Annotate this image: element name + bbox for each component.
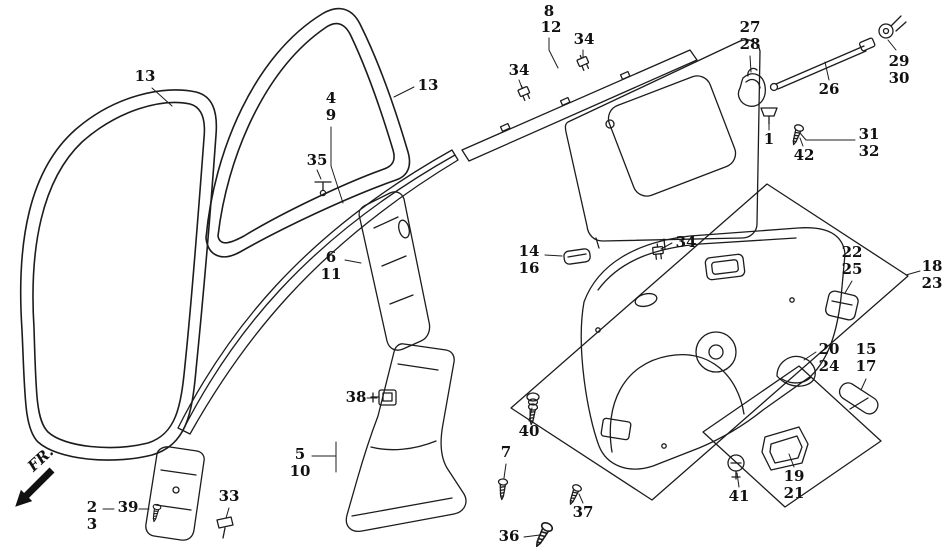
part-label-24: 24 (818, 357, 840, 375)
part-label-7: 7 (500, 443, 512, 461)
front-kick-panel (145, 446, 205, 541)
part-label-30: 30 (888, 69, 910, 87)
part-label-14: 14 (518, 242, 540, 260)
part-label-42: 42 (793, 146, 815, 164)
quarter-trim-panel (580, 227, 846, 470)
part-label-32: 32 (858, 142, 880, 160)
part-label-40: 40 (518, 422, 540, 440)
part-label-34: 34 (508, 61, 530, 79)
roof-side-garnish (461, 49, 698, 162)
part-label-22: 22 (841, 243, 863, 261)
part-label-34: 34 (675, 233, 697, 251)
part-label-11: 11 (320, 265, 342, 283)
part-label-5: 5 (294, 445, 306, 463)
screw-40 (526, 392, 540, 406)
part-label-38: 38 (345, 388, 367, 406)
part-label-9: 9 (325, 106, 337, 124)
part-label-35: 35 (306, 151, 328, 169)
part-label-16: 16 (518, 259, 540, 277)
center-pillar-upper-garnish (358, 191, 431, 351)
pocket-19-21 (761, 426, 809, 471)
clip-38 (370, 389, 397, 406)
quarter-window-frame (564, 39, 761, 250)
part-label-2: 2 (86, 498, 98, 516)
center-pillar-lower-garnish (345, 343, 467, 532)
detail-box-quarter-trim (510, 183, 909, 501)
detail-box-caps (702, 365, 882, 508)
clip-35 (314, 181, 332, 197)
part-label-29: 29 (888, 52, 910, 70)
part-label-1: 1 (763, 130, 775, 148)
part-label-31: 31 (858, 125, 880, 143)
leader-lines (102, 37, 921, 538)
a-pillar-garnish (177, 149, 459, 435)
part-label-18: 18 (921, 257, 943, 275)
part-label-3: 3 (86, 515, 98, 533)
part-label-33: 33 (218, 487, 240, 505)
lid-14-16 (563, 248, 591, 265)
part-label-27: 27 (739, 18, 761, 36)
part-label-23: 23 (921, 274, 943, 292)
part-label-37: 37 (572, 503, 594, 521)
part-label-4: 4 (325, 89, 337, 107)
fr-arrow-icon (15, 467, 55, 507)
grommet-41 (727, 454, 745, 480)
part-label-26: 26 (818, 80, 840, 98)
part-label-20: 20 (818, 340, 840, 358)
part-label-41: 41 (728, 487, 750, 505)
lid-15-17 (838, 382, 879, 415)
part-label-6: 6 (325, 248, 337, 266)
part-label-8: 8 (543, 2, 555, 20)
door-opening-seal-rear (205, 7, 411, 258)
part-label-21: 21 (783, 484, 805, 502)
part-label-36: 36 (498, 527, 520, 545)
part-label-28: 28 (739, 35, 761, 53)
part-label-10: 10 (289, 462, 311, 480)
part-label-12: 12 (540, 18, 562, 36)
part-label-34: 34 (573, 30, 595, 48)
rod-assembly (769, 15, 907, 92)
part-label-13: 13 (417, 76, 439, 94)
part-label-15: 15 (855, 340, 877, 358)
cap-20-24 (776, 355, 816, 387)
part-label-19: 19 (783, 467, 805, 485)
part-label-17: 17 (855, 357, 877, 375)
part-label-25: 25 (841, 260, 863, 278)
part-label-13: 13 (134, 67, 156, 85)
part-label-39: 39 (117, 498, 139, 516)
